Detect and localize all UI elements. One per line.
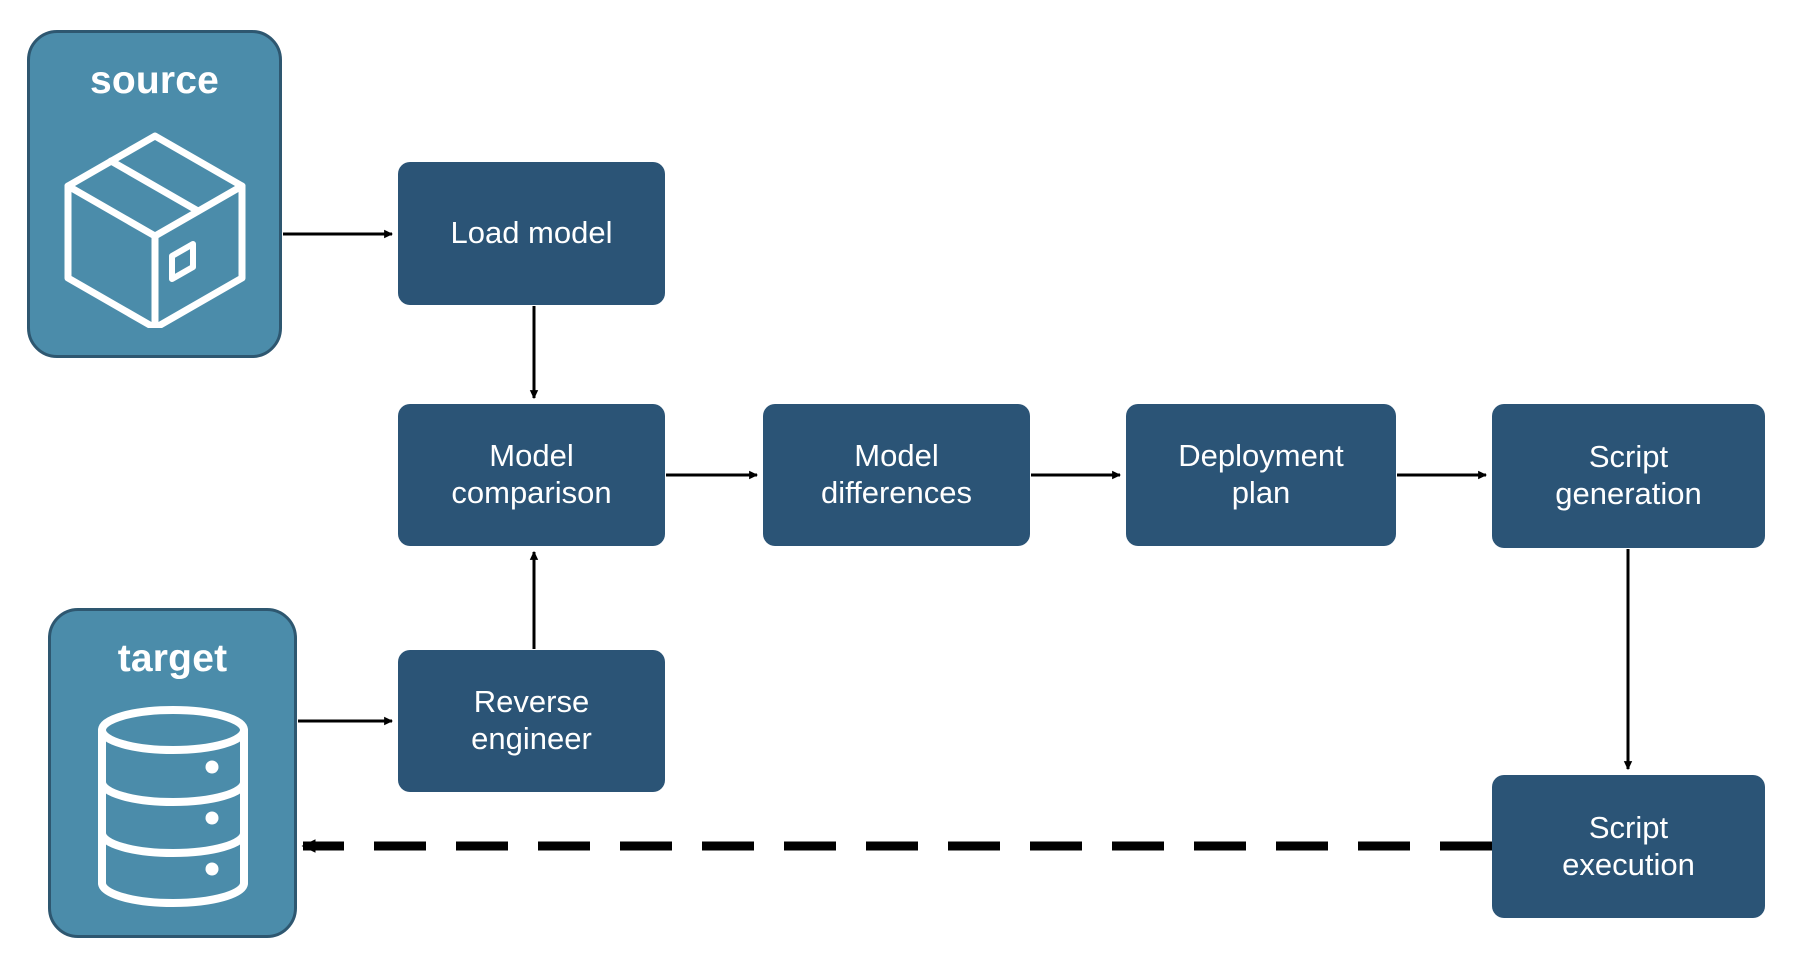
- package-box-icon: [30, 100, 279, 355]
- process-script-generation-label: Script generation: [1555, 439, 1702, 511]
- process-load-model-label: Load model: [450, 215, 613, 251]
- endpoint-source-label: source: [89, 59, 220, 102]
- process-model-differences[interactable]: Model differences: [763, 404, 1030, 546]
- process-model-comparison[interactable]: Model comparison: [398, 404, 665, 546]
- process-script-generation[interactable]: Script generation: [1492, 404, 1765, 548]
- endpoint-target-label: target: [117, 637, 228, 680]
- database-cylinder-icon: [51, 678, 294, 935]
- process-deployment-plan-label: Deployment plan: [1178, 438, 1344, 510]
- process-load-model[interactable]: Load model: [398, 162, 665, 305]
- endpoint-source[interactable]: source: [27, 30, 282, 358]
- process-model-comparison-label: Model comparison: [451, 438, 612, 510]
- process-deployment-plan[interactable]: Deployment plan: [1126, 404, 1396, 546]
- endpoint-target[interactable]: target: [48, 608, 297, 938]
- process-model-differences-label: Model differences: [820, 438, 973, 510]
- process-script-execution[interactable]: Script execution: [1492, 775, 1765, 918]
- process-reverse-engineer[interactable]: Reverse engineer: [398, 650, 665, 792]
- process-script-execution-label: Script execution: [1562, 809, 1695, 882]
- process-reverse-engineer-label: Reverse engineer: [471, 684, 592, 756]
